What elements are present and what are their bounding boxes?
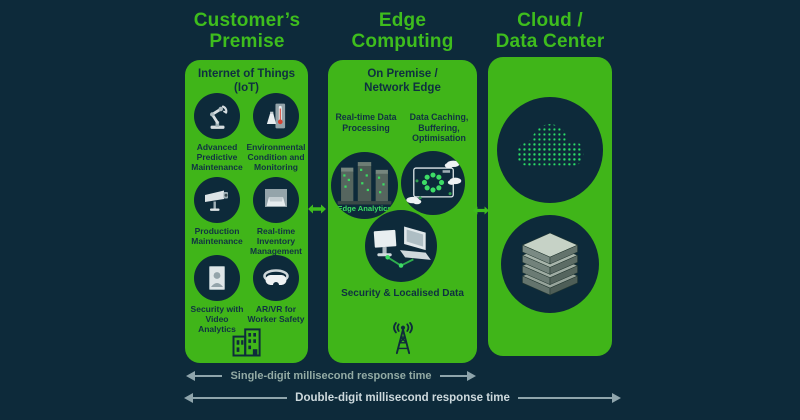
premise-edge-sync-arrow-icon — [308, 202, 326, 220]
server-racks-icon — [337, 162, 392, 205]
server-stack-icon — [501, 215, 599, 313]
iot-item-environmental-monitoring: Environmental Condition and Monitoring — [246, 93, 306, 173]
arrow-left-icon — [184, 393, 193, 403]
iot-item-label: Production Maintenance — [191, 226, 243, 247]
arrow-left-icon — [186, 371, 195, 381]
iot-item-label: Environmental Condition and Monitoring — [246, 142, 306, 173]
single-digit-response-label: Single-digit millisecond response time — [230, 370, 432, 382]
double-digit-response-label: Double-digit millisecond response time — [295, 392, 510, 404]
devices-icon — [373, 226, 431, 268]
dotted-cloud-icon — [497, 97, 603, 203]
factory-building-icon — [185, 326, 308, 358]
edge-cloud-sync-arrow-icon — [473, 203, 489, 221]
security-localised-data-label: Security & Localised Data — [341, 288, 464, 299]
customers-premise-panel: Internet of Things (IoT) Advanced Predic… — [185, 60, 308, 363]
radio-tower-icon — [328, 322, 477, 356]
customers-premise-title: Customer’s Premise — [193, 10, 301, 53]
iot-item-production-maintenance: Production Maintenance — [188, 177, 246, 246]
edge-computing-title: Edge Computing — [351, 10, 454, 53]
security-data-circle — [365, 210, 437, 282]
cctv-camera-icon — [194, 177, 240, 223]
realtime-processing-label: Real-time Data Processing — [335, 112, 397, 133]
inventory-box-icon — [253, 177, 299, 223]
iot-item-inventory-management: Real-time Inventory Management — [247, 177, 305, 256]
iot-item-video-analytics: Security with Video Analytics — [188, 255, 246, 334]
id-portrait-icon — [194, 255, 240, 301]
edge-heading: On Premise / Network Edge — [364, 68, 441, 94]
cloud-data-center-panel — [488, 57, 612, 356]
iot-item-label: Advanced Predictive Maintenance — [191, 142, 243, 173]
robot-arm-icon — [194, 93, 240, 139]
data-caching-circle — [401, 151, 465, 215]
iot-item-label: AR/VR for Worker Safety — [247, 304, 305, 325]
iot-item-label: Real-time Inventory Management — [250, 226, 302, 257]
data-caching-label: Data Caching, Buffering, Optimisation — [409, 112, 469, 144]
thermometer-icon — [253, 93, 299, 139]
edge-analytics-circle: Edge Analytics — [331, 152, 398, 219]
single-digit-response-arrow: Single-digit millisecond response time — [186, 369, 476, 383]
edge-analytics-label: Edge Analytics — [337, 204, 392, 214]
iot-item-label: Security with Video Analytics — [190, 304, 244, 335]
arrow-right-icon — [467, 371, 476, 381]
edge-computing-panel: On Premise / Network Edge Real-time Data… — [328, 60, 477, 363]
double-digit-response-arrow: Double-digit millisecond response time — [184, 391, 622, 405]
caching-diagram-icon — [406, 160, 462, 205]
iot-item-predictive-maintenance: Advanced Predictive Maintenance — [188, 93, 246, 172]
iot-item-ar-vr-safety: AR/VR for Worker Safety — [247, 255, 305, 324]
arrow-right-icon — [612, 393, 622, 403]
vr-headset-icon — [253, 255, 299, 301]
iot-heading: Internet of Things (IoT) — [197, 68, 296, 94]
cloud-data-center-title: Cloud / Data Center — [495, 10, 605, 53]
